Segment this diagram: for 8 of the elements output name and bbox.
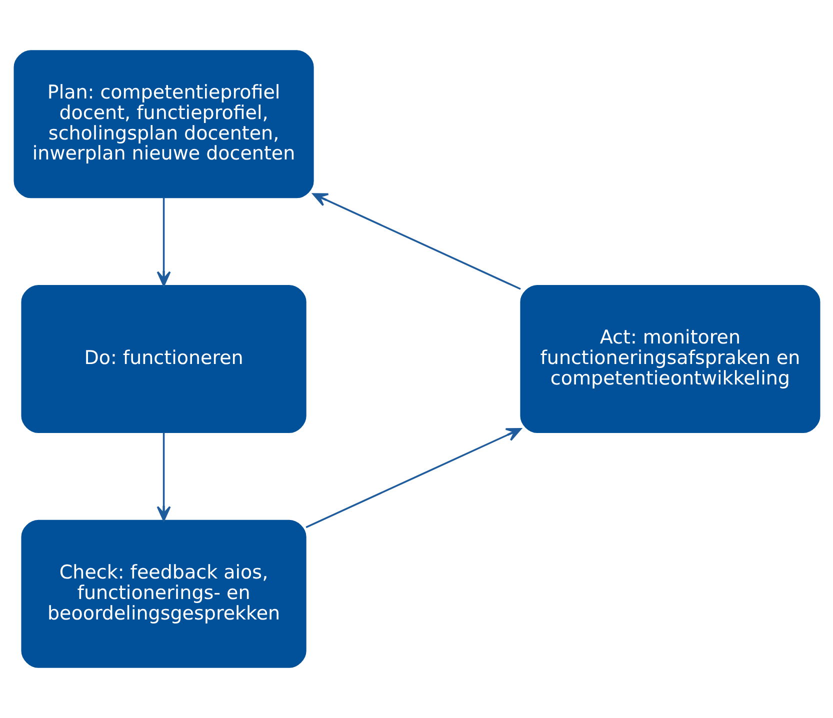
node-box: Check: feedback aios, functionerings- en beoordelingsgesprekken: [20, 520, 306, 668]
node-box: Do: functioneren: [20, 285, 306, 433]
node-box: Plan: competentieprofiel docent, functieprofiel, scholingsplan docenten, inwerplan nieuwe docenten: [13, 50, 314, 198]
arrow: [305, 428, 522, 528]
arrow: [156, 198, 170, 286]
arrow: [156, 432, 170, 522]
arrow: [312, 193, 520, 290]
node-box: Act: monitoren functioneringsafspraken en competentieontwikkeling: [520, 285, 820, 433]
